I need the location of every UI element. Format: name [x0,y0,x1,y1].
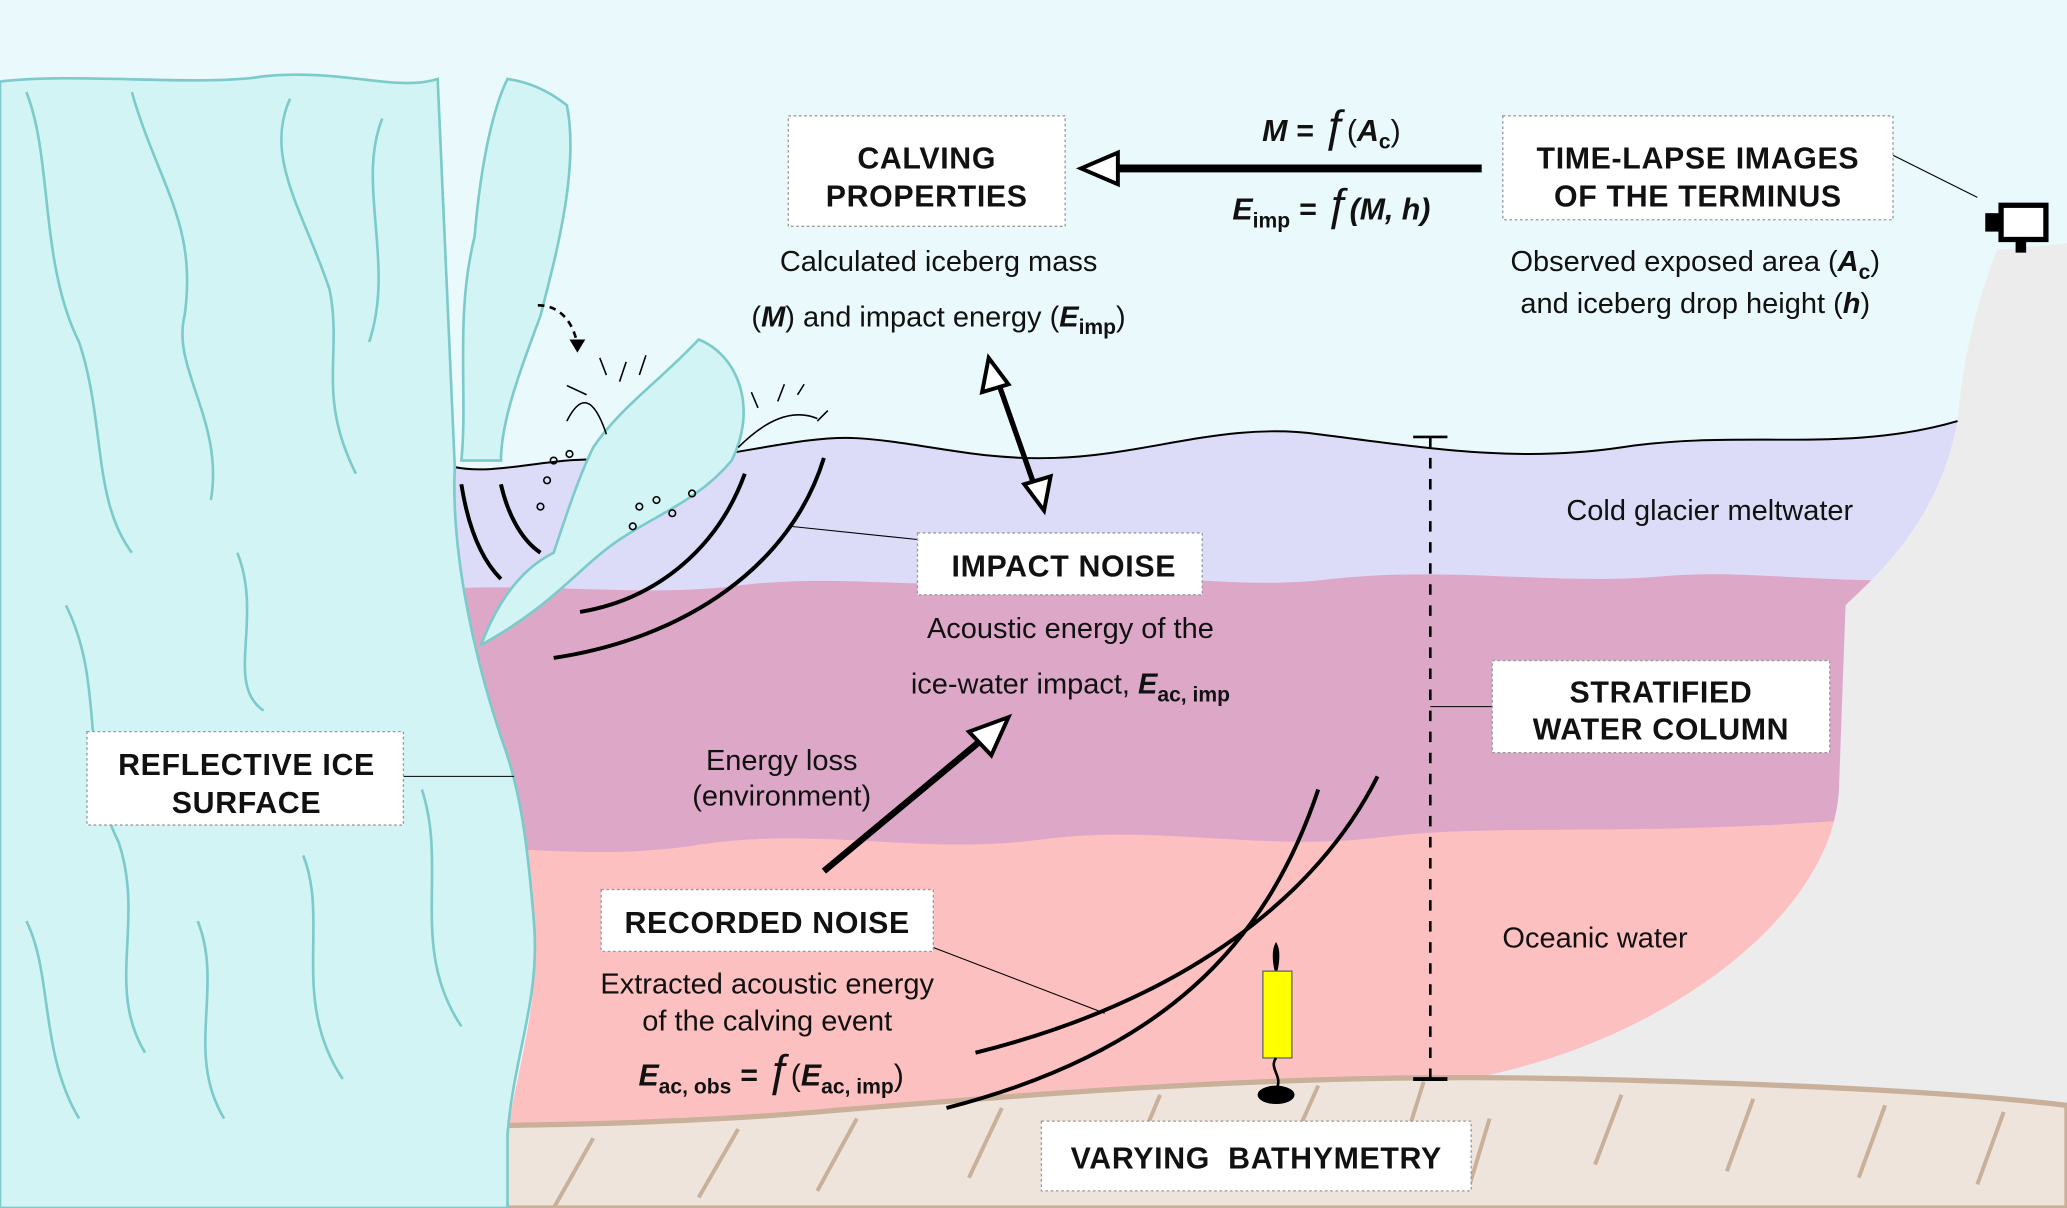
energy-loss-arrow [821,713,1013,874]
land-shore [1450,243,2067,1208]
ice-water-impact-text: ice-water impact, Eac, imp [911,669,1230,707]
recorded-noise-text: RECORDED NOISE [625,907,910,940]
calving-event-text: of the calving event [642,1005,892,1037]
environment-text: (environment) [692,780,871,812]
impact-noise-text: IMPACT NOISE [952,550,1177,583]
drop-height-text: and iceberg drop height (h) [1520,288,1870,320]
falling-ice-slab [459,77,572,462]
time-lapse-label: TIME-LAPSE IMAGES OF THE TERMINUS [1502,115,1894,221]
glacier-ice-cliff [0,73,537,1208]
fall-arrow-head [569,339,586,353]
bathymetry-text: VARYING BATHYMETRY [1071,1143,1442,1176]
time-lapse-to-calving-arrow [1075,149,1482,188]
cold-meltwater-label: Cold glacier meltwater [1566,495,1853,527]
calving-properties-line1: CALVING [857,142,996,175]
acoustic-energy-text: Acoustic energy of the [927,613,1214,645]
observed-area-text: Observed exposed area (Ac) [1510,246,1880,284]
observed-energy-formula: Eac, obs = ƒ(Eac, imp) [638,1046,903,1099]
impact-noise-label: IMPACT NOISE [916,532,1203,596]
varying-bathymetry-label: VARYING BATHYMETRY [1040,1120,1472,1192]
oceanic-water-label: Oceanic water [1502,922,1688,954]
acoustic-wavefronts [459,457,1380,1110]
energy-loss-text: Energy loss [706,745,857,777]
time-lapse-line1: TIME-LAPSE IMAGES [1537,142,1860,175]
recorded-noise-label: RECORDED NOISE [600,888,934,953]
reflective-ice-line1: REFLECTIVE ICE [118,749,375,782]
stratified-water-column-label: STRATIFIED WATER COLUMN [1491,659,1831,754]
impact-energy-formula: Eimp = ƒ(M, h) [1232,180,1430,233]
splash-marks [536,355,829,531]
camera-icon [1985,202,2049,253]
calculated-mass-text: Calculated iceberg mass [780,246,1097,278]
calving-impact-double-arrow [979,353,1054,516]
leader-lines [403,154,1978,1014]
calving-properties-line2: PROPERTIES [826,181,1028,214]
hydrophone-icon [1257,941,1295,1105]
mass-formula: M = ƒ(Ac) [1262,101,1401,154]
extracted-energy-text: Extracted acoustic energy [600,969,934,1001]
reflective-ice-surface-label: REFLECTIVE ICE SURFACE [86,730,405,826]
time-lapse-line2: OF THE TERMINUS [1554,181,1842,214]
calving-properties-label: CALVING PROPERTIES [787,115,1066,227]
impact-energy-text: (M) and impact energy (Eimp) [751,301,1125,339]
ice-cracks [25,91,463,1120]
impacting-iceberg [478,337,745,648]
stratified-line2: WATER COLUMN [1533,714,1790,747]
fall-direction-arrow [537,303,579,345]
stratified-line1: STRATIFIED [1570,677,1753,710]
reflective-ice-line2: SURFACE [172,787,321,820]
